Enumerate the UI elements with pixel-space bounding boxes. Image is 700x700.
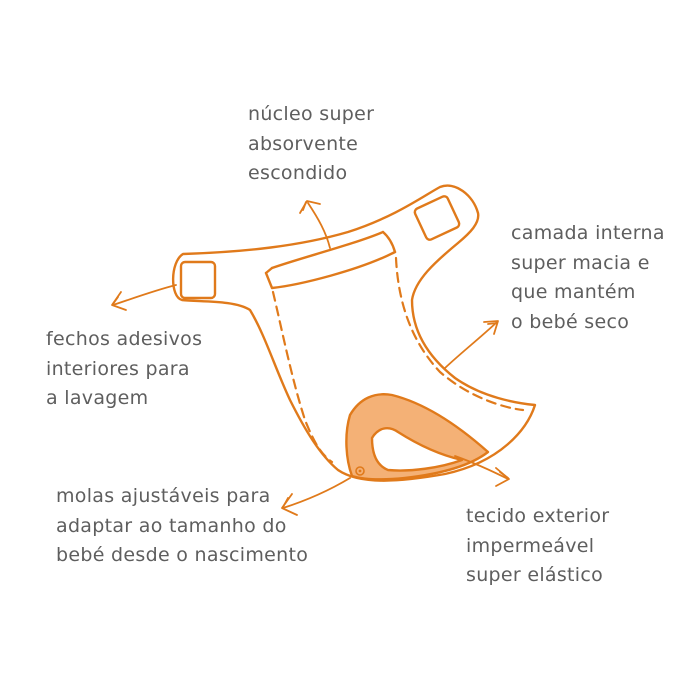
label-line: escondido	[248, 162, 348, 184]
label-line: bebé desde o nascimento	[56, 544, 309, 566]
label-line: interiores para	[46, 357, 190, 380]
pocket-side-line	[381, 230, 397, 254]
label-line: o bebé seco	[511, 310, 630, 333]
label-line: impermeável	[466, 534, 595, 557]
label-inner-layer: camada interna super macia e que mantém …	[511, 219, 665, 337]
label-adhesive-tabs: fechos adesivos interiores para a lavage…	[46, 325, 202, 414]
label-line: a lavagem	[46, 387, 149, 409]
arrow-tabs	[112, 284, 177, 306]
label-line: tecido exterior	[466, 505, 610, 527]
snap-button	[355, 466, 365, 476]
label-absorbent-core: núcleo super absorvente escondido	[248, 100, 374, 189]
label-line: núcleo super	[248, 103, 375, 125]
arrow-snaps	[282, 477, 351, 509]
label-line: que mantém	[511, 281, 636, 303]
label-line: camada interna	[511, 222, 665, 244]
label-line: fechos adesivos	[46, 328, 203, 350]
pocket-fold-line	[264, 250, 397, 290]
label-adjustable-snaps: molas ajustáveis para adaptar ao tamanho…	[56, 482, 308, 571]
label-line: super macia e	[511, 251, 650, 274]
arrow-outer	[454, 455, 509, 480]
arrow-inner	[444, 321, 498, 369]
inner-dashed-left	[271, 290, 334, 464]
inner-dashed-right	[394, 256, 525, 412]
pocket-top-line	[270, 230, 385, 270]
right-tab-square	[413, 195, 461, 241]
label-line: absorvente	[248, 132, 359, 155]
label-line: super elástico	[466, 564, 604, 586]
arrow-core	[307, 202, 331, 249]
diaper-outline	[171, 184, 537, 482]
label-line: adaptar ao tamanho do	[56, 514, 287, 537]
label-outer-fabric: tecido exterior impermeável super elásti…	[466, 502, 609, 591]
label-line: molas ajustáveis para	[56, 485, 271, 507]
left-tab-square	[179, 260, 217, 300]
snap-panel	[345, 393, 490, 481]
